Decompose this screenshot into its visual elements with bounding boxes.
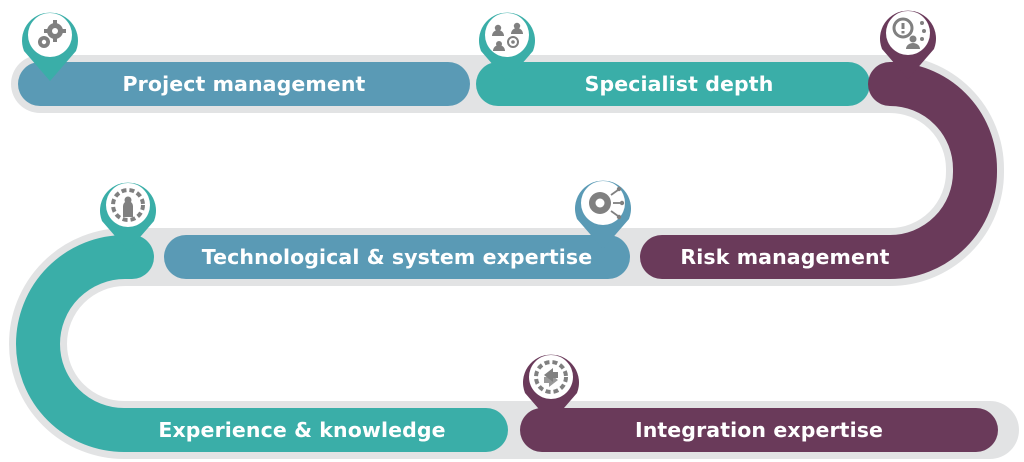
pin-risk-management — [880, 10, 936, 80]
expert-gear-icon — [111, 188, 145, 222]
label-technological-expertise: Technological & system expertise — [201, 244, 593, 269]
segment-experience-knowledge — [16, 235, 508, 452]
label-specialist-depth: Specialist depth — [584, 71, 774, 96]
pin-experience-knowledge — [100, 182, 156, 251]
road-segments — [16, 62, 998, 452]
gear-network-icon — [589, 186, 625, 220]
label-risk-management: Risk management — [680, 244, 890, 269]
pin-integration-expertise — [523, 354, 579, 423]
pin-specialist-depth — [479, 12, 535, 82]
label-integration-expertise: Integration expertise — [634, 417, 884, 442]
label-experience-knowledge: Experience & knowledge — [158, 417, 446, 442]
risk-person-icon — [892, 17, 926, 49]
team-network-icon — [492, 22, 523, 51]
label-project-management: Project management — [122, 71, 366, 96]
gears-icon — [38, 20, 66, 48]
integration-gear-icon — [534, 360, 568, 394]
pin-project-management — [22, 12, 78, 82]
pin-technological-expertise — [575, 180, 631, 249]
segment-risk-management — [640, 62, 997, 279]
